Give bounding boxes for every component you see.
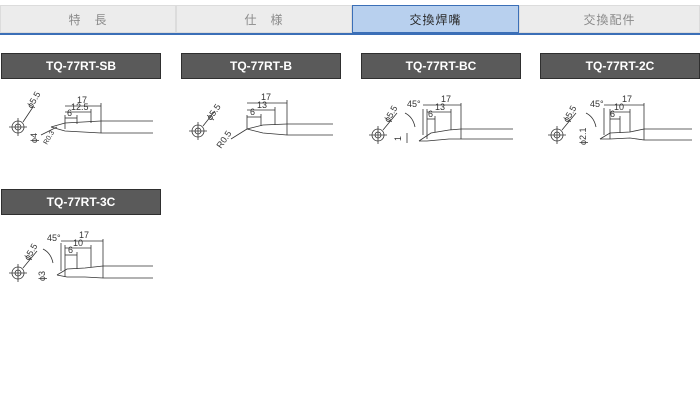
tab-features[interactable]: 特 長	[0, 5, 176, 33]
dim-length-tip: 6	[250, 107, 255, 117]
dim-angle: 45°	[590, 99, 604, 109]
tab-specifications[interactable]: 仕 様	[176, 5, 352, 33]
dim-length-mid: 12.5	[71, 102, 89, 112]
dim-tip-diameter: ϕ4	[29, 133, 39, 143]
tip-drawing-2c: 17 10 6 45° ϕ5.5 ϕ2.1	[548, 94, 692, 145]
tip-card-bc: TQ-77RT-BC 17 13 6 45° ϕ5.5 1	[361, 53, 521, 144]
tip-model-title: TQ-77RT-2C	[540, 53, 700, 79]
tip-drawing-3c: 17 10 6 45° ϕ5.5 ϕ3	[9, 230, 153, 282]
dim-length-total: 17	[261, 92, 271, 102]
tab-replacement-parts[interactable]: 交換配件	[519, 5, 700, 33]
dim-tip-width: 1	[393, 136, 403, 141]
dim-length-tip: 6	[68, 245, 73, 255]
dim-length-tip: 6	[67, 108, 72, 118]
tip-drawing-bc: 17 13 6 45° ϕ5.5 1	[369, 94, 513, 144]
tip-card-sb: TQ-77RT-SB 17 12.5 6 ϕ5.5 ϕ4 R0.3	[1, 53, 161, 146]
dim-tip-radius: R0.3	[43, 130, 57, 146]
dim-length-mid: 13	[257, 100, 267, 110]
tab-bar: 特 長 仕 様 交換焊嘴 交換配件	[0, 5, 700, 33]
tip-drawing-b: 17 13 6 ϕ5.5 R0.5	[189, 92, 333, 150]
dim-length-tip: 6	[610, 109, 615, 119]
dim-diameter: ϕ5.5	[382, 104, 399, 124]
tab-underline	[0, 33, 700, 35]
dim-diameter: ϕ5.5	[22, 242, 39, 262]
tip-drawing-sb: 17 12.5 6 ϕ5.5 ϕ4 R0.3	[9, 90, 153, 146]
tip-model-title: TQ-77RT-BC	[361, 53, 521, 79]
dim-tip-diameter: ϕ2.1	[578, 127, 588, 145]
dim-diameter: ϕ5.5	[204, 102, 222, 122]
tip-card-3c: TQ-77RT-3C 17 10 6 45° ϕ5.5 ϕ3	[1, 189, 161, 282]
dim-length-tip: 6	[428, 109, 433, 119]
dim-length-mid: 10	[614, 102, 624, 112]
dim-diameter: ϕ5.5	[25, 90, 42, 110]
dim-angle: 45°	[47, 233, 61, 243]
tip-model-title: TQ-77RT-B	[181, 53, 341, 79]
dim-length-total: 17	[622, 94, 632, 104]
dim-tip-radius: R0.5	[214, 129, 233, 150]
tip-card-2c: TQ-77RT-2C 17 10 6 45° ϕ5.5 ϕ2.1	[540, 53, 700, 145]
dim-length-mid: 13	[435, 102, 445, 112]
tip-card-b: TQ-77RT-B 17 13 6 ϕ5.5 R0.5	[181, 53, 341, 150]
tip-model-title: TQ-77RT-SB	[1, 53, 161, 79]
dim-angle: 45°	[407, 99, 421, 109]
tip-model-title: TQ-77RT-3C	[1, 189, 161, 215]
dim-diameter: ϕ5.5	[561, 104, 578, 124]
dim-length-mid: 10	[73, 238, 83, 248]
dim-length-total: 17	[441, 94, 451, 104]
dim-length-total: 17	[77, 95, 87, 105]
dim-tip-diameter: ϕ3	[37, 271, 47, 281]
tab-replacement-tips[interactable]: 交換焊嘴	[352, 5, 519, 33]
dim-length-total: 17	[79, 230, 89, 240]
